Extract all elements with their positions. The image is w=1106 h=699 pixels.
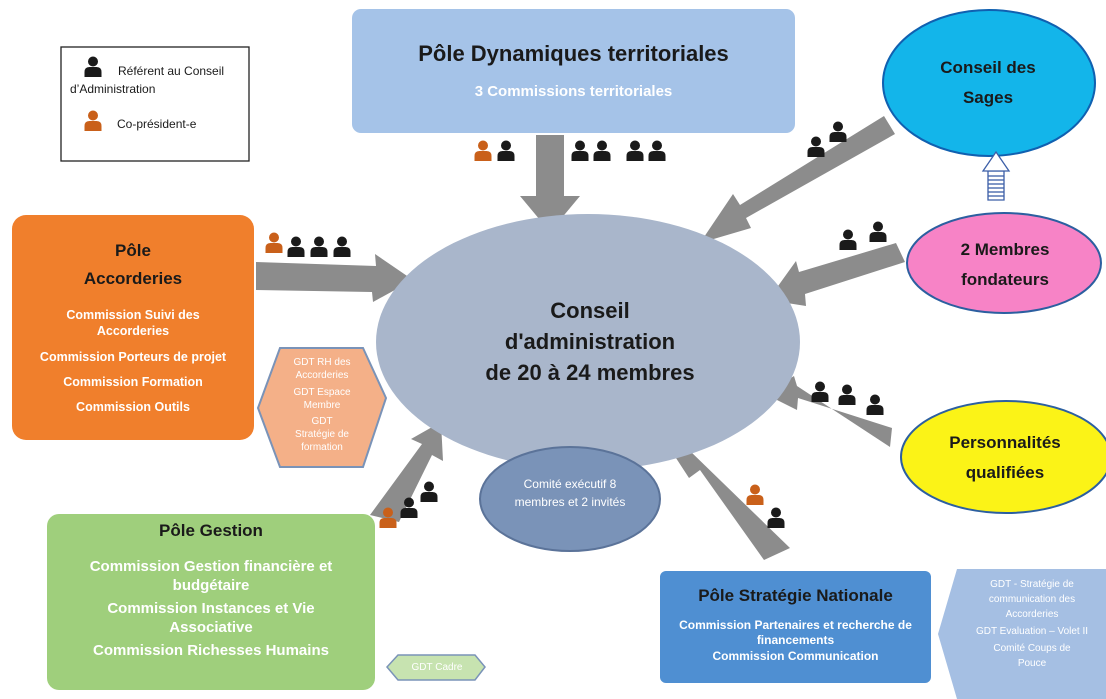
gdt-espace-membre: GDT Espace Membre <box>293 387 351 411</box>
pole-accorderies-box: Pôle Accorderies Commission Suivi des Ac… <box>12 215 254 440</box>
membres-fondateurs-label: 2 Membres fondateurs <box>960 240 1050 289</box>
referent-icon <box>811 381 829 402</box>
referent-icon <box>593 140 611 161</box>
commission-formation: Commission Formation <box>63 375 203 389</box>
pole-dynamiques-title: Pôle Dynamiques territoriales <box>418 41 729 66</box>
referent-icon <box>310 236 328 257</box>
arrow-personnalites <box>765 376 892 447</box>
striped-up-arrow <box>981 150 1011 201</box>
comite-executif-label: Comité exécutif 8 membres et 2 invités <box>514 477 626 509</box>
conseil-sages-label: Conseil des Sages <box>940 58 1036 107</box>
pole-accorderies-title-2: Accorderies <box>83 269 183 288</box>
commission-outils: Commission Outils <box>76 400 190 414</box>
pole-accorderies-title: Pôle <box>115 241 151 260</box>
gdt-accorderies-shape <box>256 347 388 468</box>
gdt-rh-accorderies: GDT RH des Accorderies <box>293 357 351 381</box>
pole-strategie-title: Pôle Stratégie Nationale <box>698 586 893 605</box>
gdt-evaluation: GDT Evaluation – Volet II <box>975 626 1089 637</box>
referent-icon <box>333 236 351 257</box>
pole-strategie-box: Pôle Stratégie Nationale Commission Part… <box>660 571 931 683</box>
copresident-icon <box>265 232 283 253</box>
personnalites-label: Personnalités qualifiées <box>949 433 1061 482</box>
gdt-cadre-label: GDT Cadre <box>411 662 463 673</box>
personnalites-ellipse <box>900 400 1106 514</box>
referent-icon <box>838 384 856 405</box>
arrow-sages <box>700 116 895 243</box>
commission-communication: Commission Communication <box>712 649 879 663</box>
gdt-accorderies-list: GDT RH des Accorderies GDT Espace Membre… <box>272 356 372 454</box>
referent-icon <box>648 140 666 161</box>
legend-copresident-label: Co-président-e <box>117 117 197 131</box>
commission-richesses-humains: Commission Richesses Humains <box>93 642 329 659</box>
arrow-strategie <box>661 435 790 560</box>
arrow-fondateurs <box>768 243 905 306</box>
gdt-strategie-list: GDT - Stratégie de communication des Acc… <box>962 577 1102 671</box>
referent-icon <box>829 121 847 142</box>
pole-gestion-title: Pôle Gestion <box>159 521 263 540</box>
copresident-icon <box>746 484 764 505</box>
referent-icon <box>626 140 644 161</box>
pole-dynamiques-subtitle: 3 Commissions territoriales <box>474 83 673 100</box>
arrow-dynamiques <box>520 135 580 232</box>
gdt-strategie-formation: GDT Stratégie de formation <box>295 416 349 453</box>
referent-icon <box>287 236 305 257</box>
conseil-sages-ellipse <box>882 9 1096 157</box>
commission-gestion-financiere: Commission Gestion financière et budgéta… <box>89 558 333 594</box>
commission-instances: Commission Instances et Vie Associative <box>107 600 315 636</box>
gdt-strategie-shape <box>938 569 1106 699</box>
comite-executif-ellipse <box>479 446 661 552</box>
conseil-administration-ellipse <box>376 214 800 470</box>
comite-coups-de-pouce: Comité Coups de Pouce <box>993 643 1071 669</box>
referent-icon <box>571 140 589 161</box>
referent-icon <box>866 394 884 415</box>
gdt-strategie-communication: GDT - Stratégie de communication des Acc… <box>988 579 1076 620</box>
copresident-icon <box>474 140 492 161</box>
referent-icon <box>869 221 887 242</box>
arrow-accorderies <box>256 254 413 302</box>
referent-icon <box>807 136 825 157</box>
commission-suivi-accorderies: Commission Suivi des Accorderies <box>66 308 200 338</box>
commission-porteurs-projet: Commission Porteurs de projet <box>39 350 227 364</box>
legend-referent-label: Référent au Conseil d’Administration <box>70 64 225 96</box>
arrow-gestion <box>370 422 443 522</box>
pole-dynamiques-box: Pôle Dynamiques territoriales 3 Commissi… <box>352 9 795 133</box>
commission-partenaires: Commission Partenaires et recherche de f… <box>679 618 912 647</box>
referent-icon <box>839 229 857 250</box>
gdt-cadre-shape <box>386 654 486 681</box>
referent-icon <box>767 507 785 528</box>
conseil-administration-label: Conseil d'administration de 20 à 24 memb… <box>485 298 695 385</box>
membres-fondateurs-ellipse <box>906 212 1102 314</box>
referent-icon <box>420 481 438 502</box>
referent-icon <box>497 140 515 161</box>
pole-gestion-box: Pôle Gestion Commission Gestion financiè… <box>47 514 375 690</box>
